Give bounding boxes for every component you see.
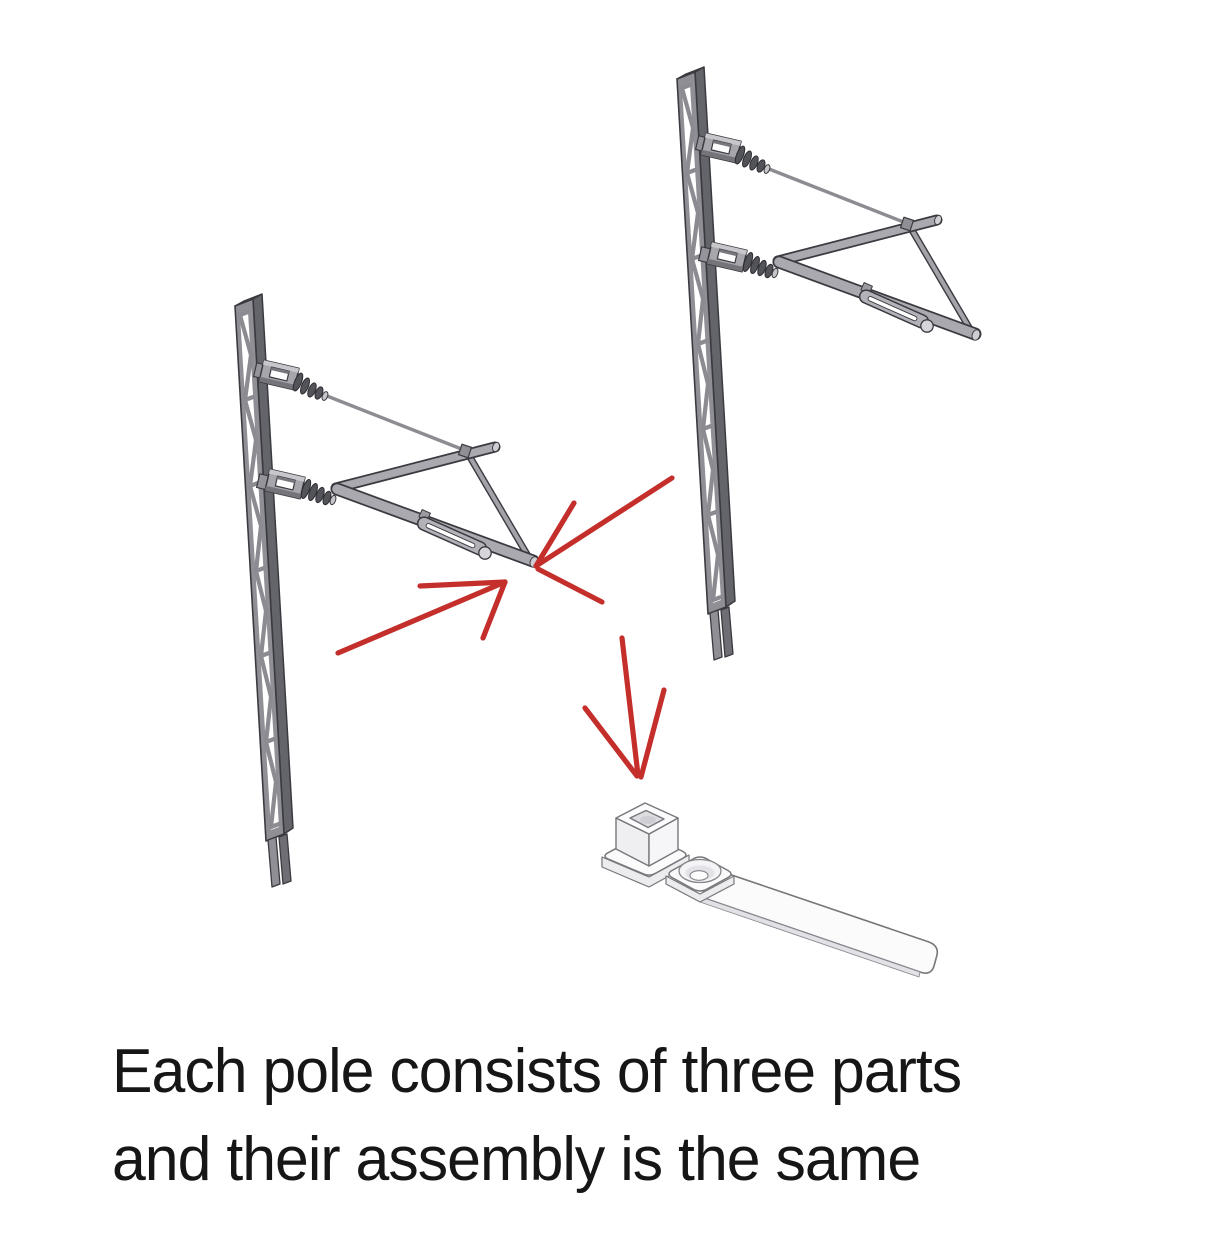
arrow-down-to-base-part [582,635,667,780]
base-strip [699,868,939,978]
arrow-from-lower-left-to-tip [335,579,508,656]
catenary-pole-left [235,294,539,887]
arrow-from-upper-right-to-tip [533,475,675,605]
catenary-pole-right [677,67,981,660]
base-part [601,802,939,978]
screw-pad [665,856,735,903]
caption: Each pole consists of three parts and th… [112,1028,962,1204]
socket-top-ring [615,802,679,835]
square-socket-box [615,802,679,867]
caption-line-2: and their assembly is the same [112,1125,921,1194]
screw-hole [689,870,709,881]
caption-line-1: Each pole consists of three parts [112,1037,962,1106]
red-annotation-arrows [335,475,675,780]
